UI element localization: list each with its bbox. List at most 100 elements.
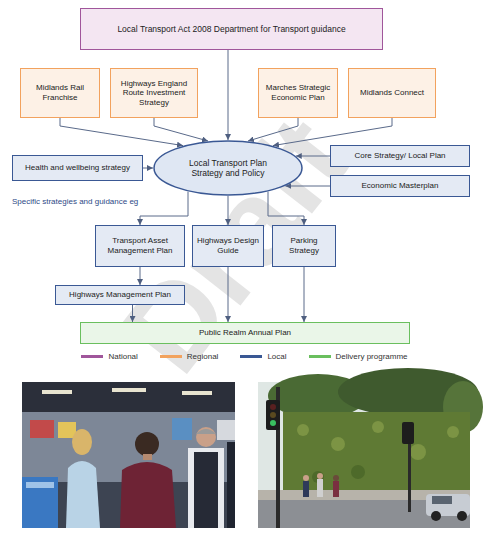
station-photo-part — [112, 388, 146, 392]
national-box: Local Transport Act 2008 Department for … — [80, 8, 383, 50]
street-photo-part — [317, 479, 323, 497]
station-photo-part — [42, 390, 72, 394]
node-text: Core Strategy/ Local Plan — [354, 151, 445, 161]
station-photo-part — [188, 448, 224, 528]
station-photo — [22, 382, 235, 528]
node-text: Midlands Rail Franchise — [25, 83, 95, 102]
legend-entry: National — [81, 352, 137, 361]
street-photo-part — [303, 481, 309, 497]
legend-entry: Regional — [160, 352, 219, 361]
street-photo-part — [270, 412, 276, 418]
street-photo-part — [431, 511, 441, 521]
flow-arrow — [304, 267, 305, 322]
station-photo-part — [182, 391, 212, 395]
flow-arrow — [140, 267, 141, 285]
node-text: Local Transport Plan Strategy and Policy — [179, 158, 277, 178]
flow-arrow — [248, 118, 298, 141]
street-photo-part — [447, 426, 459, 438]
regional-box: Highways England Route Investment Strate… — [110, 68, 198, 118]
station-photo-part — [194, 452, 218, 528]
node-text: Public Realm Annual Plan — [199, 328, 291, 338]
legend-entry: Local — [240, 352, 286, 361]
station-photo-part — [72, 429, 92, 455]
note-text: Specific strategies and guidance eg — [12, 197, 138, 206]
street-photo-part — [317, 473, 323, 479]
street-photo-part — [351, 465, 365, 479]
node-text: Midlands Connect — [360, 88, 424, 98]
node-text: Highways Management Plan — [69, 290, 171, 300]
flow-arrow — [60, 118, 183, 146]
flow-arrow — [285, 186, 330, 187]
local-box: Economic Masterplan — [330, 175, 470, 197]
legend: National Regional Local Delivery programme — [0, 352, 489, 361]
flow-arrow — [132, 305, 133, 322]
street-photo-part — [297, 424, 309, 436]
street-photo-part — [270, 420, 276, 426]
node-text: Local Transport Act 2008 Department for … — [117, 24, 345, 34]
local-box: Health and wellbeing strategy — [12, 155, 143, 181]
flow-arrow — [296, 156, 330, 157]
station-photo-part — [22, 382, 235, 412]
ellipse-shape — [154, 141, 302, 195]
flow-arrow — [228, 50, 229, 140]
station-photo-part — [217, 420, 235, 440]
node-text: Highways Design Guide — [197, 236, 259, 255]
station-photo-part — [172, 418, 192, 440]
station-photo-part — [196, 427, 216, 447]
flow-arrow — [273, 118, 392, 146]
flow-arrow — [140, 192, 188, 225]
street-photo-part — [432, 496, 452, 504]
street-photo-part — [333, 475, 339, 481]
node-text: Parking Strategy — [277, 236, 331, 255]
street-photo-part — [283, 412, 470, 494]
delivery-box: Public Realm Annual Plan — [80, 322, 410, 344]
legend-text: Local — [267, 352, 286, 361]
street-photo-part — [266, 400, 280, 430]
flow-arrow — [228, 267, 229, 322]
street-photo — [258, 368, 483, 528]
street-photo-part — [303, 475, 309, 481]
local-box: Highways Design Guide — [192, 225, 264, 267]
flow-arrow — [228, 196, 229, 225]
node-text: Economic Masterplan — [362, 181, 439, 191]
node-text: Health and wellbeing strategy — [25, 163, 130, 173]
local-box: Parking Strategy — [272, 225, 336, 267]
regional-box: Midlands Connect — [348, 68, 436, 118]
station-photo-part — [22, 382, 235, 528]
legend-swatch — [240, 355, 262, 358]
station-photo-part — [196, 429, 216, 434]
flow-arrow — [143, 168, 153, 169]
station-photo-part — [22, 477, 58, 528]
local-box: Transport Asset Management Plan — [95, 225, 185, 267]
legend-text: National — [108, 352, 137, 361]
policy-ellipse: Local Transport Plan Strategy and Policy — [153, 140, 303, 196]
flow-arrow — [268, 192, 304, 225]
station-photo-part — [26, 482, 54, 488]
street-photo-part — [457, 511, 467, 521]
legend-swatch — [160, 355, 182, 358]
street-photo-part — [402, 422, 414, 444]
regional-box: Midlands Rail Franchise — [20, 68, 100, 118]
node-text: Transport Asset Management Plan — [100, 236, 180, 255]
station-photo-part — [227, 442, 235, 528]
regional-box: Marches Strategic Economic Plan — [258, 68, 338, 118]
legend-text: Delivery programme — [336, 352, 408, 361]
station-photo-part — [66, 461, 100, 528]
node-text: Marches Strategic Economic Plan — [263, 83, 333, 102]
street-photo-part — [372, 421, 384, 433]
flow-arrow — [154, 118, 208, 141]
station-photo-part — [30, 420, 54, 438]
local-box: Highways Management Plan — [55, 285, 185, 305]
station-photo-part — [120, 462, 176, 528]
legend-text: Regional — [187, 352, 219, 361]
station-photo-part — [143, 454, 152, 460]
street-photo-part — [410, 444, 426, 460]
node-text: Highways England Route Investment Strate… — [115, 79, 193, 108]
street-photo-part — [270, 404, 276, 410]
legend-swatch — [309, 355, 331, 358]
legend-swatch — [81, 355, 103, 358]
station-photo-part — [135, 432, 159, 456]
local-box: Core Strategy/ Local Plan — [330, 145, 470, 167]
